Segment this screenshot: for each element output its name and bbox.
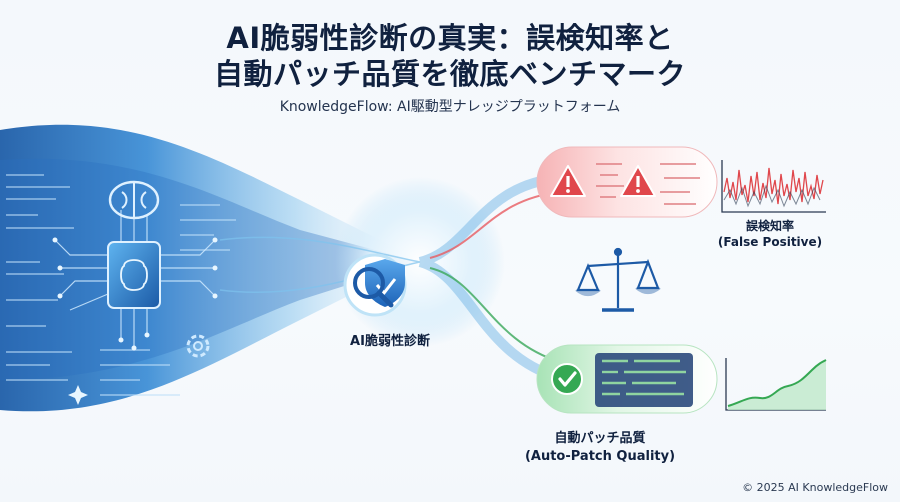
brain-icon — [108, 180, 160, 220]
sparkle-icon — [68, 385, 88, 405]
false-positive-panel — [536, 146, 718, 218]
false-positive-chart-icon — [721, 160, 826, 213]
copyright-text: © 2025 AI KnowledgeFlow — [742, 481, 888, 494]
check-circle-icon — [551, 363, 583, 395]
false-positive-label: 誤検知率 (False Positive) — [700, 218, 840, 250]
false-positive-label-en: (False Positive) — [717, 235, 823, 249]
auto-patch-label-en: (Auto-Patch Quality) — [524, 449, 676, 464]
auto-patch-label-jp: 自動パッチ品質 — [554, 431, 646, 446]
warning-icon — [550, 165, 586, 197]
title-line-1: AI脆弱性診断の真実：誤検知率と — [226, 21, 674, 55]
cpu-chip-icon — [107, 241, 161, 309]
circuit-traces — [54, 205, 216, 348]
gear-icon — [186, 334, 210, 358]
page-subtitle: KnowledgeFlow: AI駆動型ナレッジプラットフォーム — [279, 99, 621, 115]
page-title: AI脆弱性診断の真実：誤検知率と 自動パッチ品質を徹底ベンチマーク — [0, 20, 900, 92]
auto-patch-label: 自動パッチ品質 (Auto-Patch Quality) — [520, 430, 680, 466]
auto-patch-panel — [536, 344, 718, 414]
warning-icon — [620, 165, 656, 197]
title-line-2: 自動パッチ品質を徹底ベンチマーク — [213, 57, 686, 91]
balance-scale-icon — [575, 247, 661, 312]
false-positive-label-jp: 誤検知率 — [745, 219, 794, 233]
magnifier-shield-icon — [343, 253, 407, 317]
center-label: AI脆弱性診断 — [350, 334, 430, 349]
auto-patch-chart-icon — [725, 358, 827, 411]
